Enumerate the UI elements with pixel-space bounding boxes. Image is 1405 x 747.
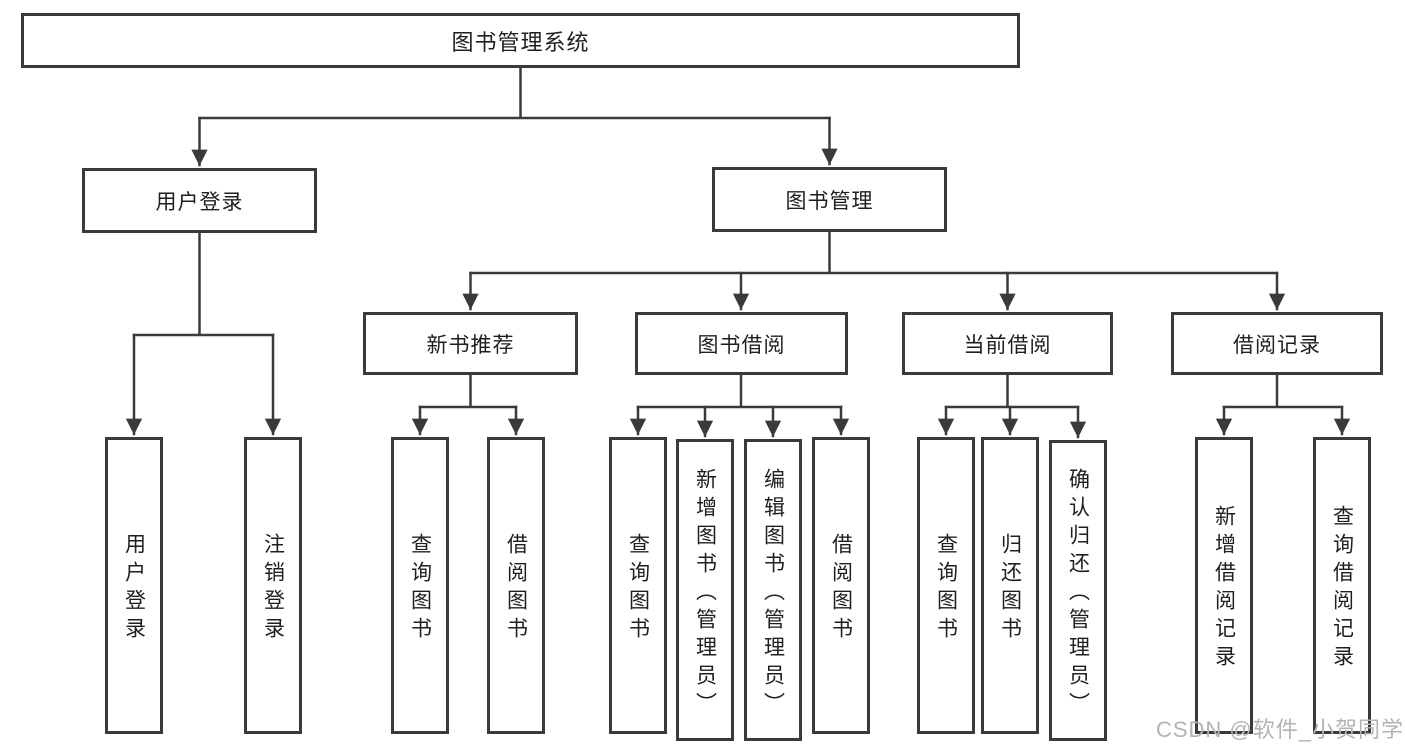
watermark: CSDN @软件_小贺同学 xyxy=(1155,717,1404,742)
node-new-book-recommend: 新书推荐 xyxy=(363,312,578,375)
leaf-add-borrow-record: 新增借阅记录 xyxy=(1195,437,1253,734)
connector-root-to-level2 xyxy=(191,66,838,167)
connector-new-book-recommend-children xyxy=(411,373,525,436)
node-current-borrow: 当前借阅 xyxy=(902,312,1113,375)
node-book-borrow: 图书借阅 xyxy=(635,312,848,375)
leaf-query-borrow-record: 查询借阅记录 xyxy=(1313,437,1371,734)
leaf-borrow-books: 借阅图书 xyxy=(812,437,870,734)
node-library-management-system: 图书管理系统 xyxy=(21,13,1020,68)
leaf-user-login: 用户登录 xyxy=(105,437,163,734)
connector-borrow-records-children xyxy=(1215,373,1351,436)
node-user-login: 用户登录 xyxy=(82,168,317,233)
connector-user-login-children xyxy=(125,231,282,436)
leaf-query-books-borrow: 查询图书 xyxy=(609,437,667,734)
connector-book-borrow-children xyxy=(629,373,850,438)
leaf-add-books-admin: 新增图书（管理员） xyxy=(676,439,734,741)
leaf-query-books-recommend: 查询图书 xyxy=(391,437,449,734)
leaf-logout: 注销登录 xyxy=(244,437,302,734)
leaf-edit-books-admin: 编辑图书（管理员） xyxy=(744,439,802,741)
leaf-confirm-return-admin: 确认归还（管理员） xyxy=(1049,440,1107,741)
connector-current-borrow-children xyxy=(937,373,1087,439)
node-borrow-records: 借阅记录 xyxy=(1171,312,1383,375)
leaf-borrow-books-recommend: 借阅图书 xyxy=(487,437,545,734)
node-book-management: 图书管理 xyxy=(712,167,947,232)
leaf-query-books-current: 查询图书 xyxy=(917,437,975,734)
leaf-return-books: 归还图书 xyxy=(981,437,1039,734)
connector-book-management-children xyxy=(462,230,1286,311)
